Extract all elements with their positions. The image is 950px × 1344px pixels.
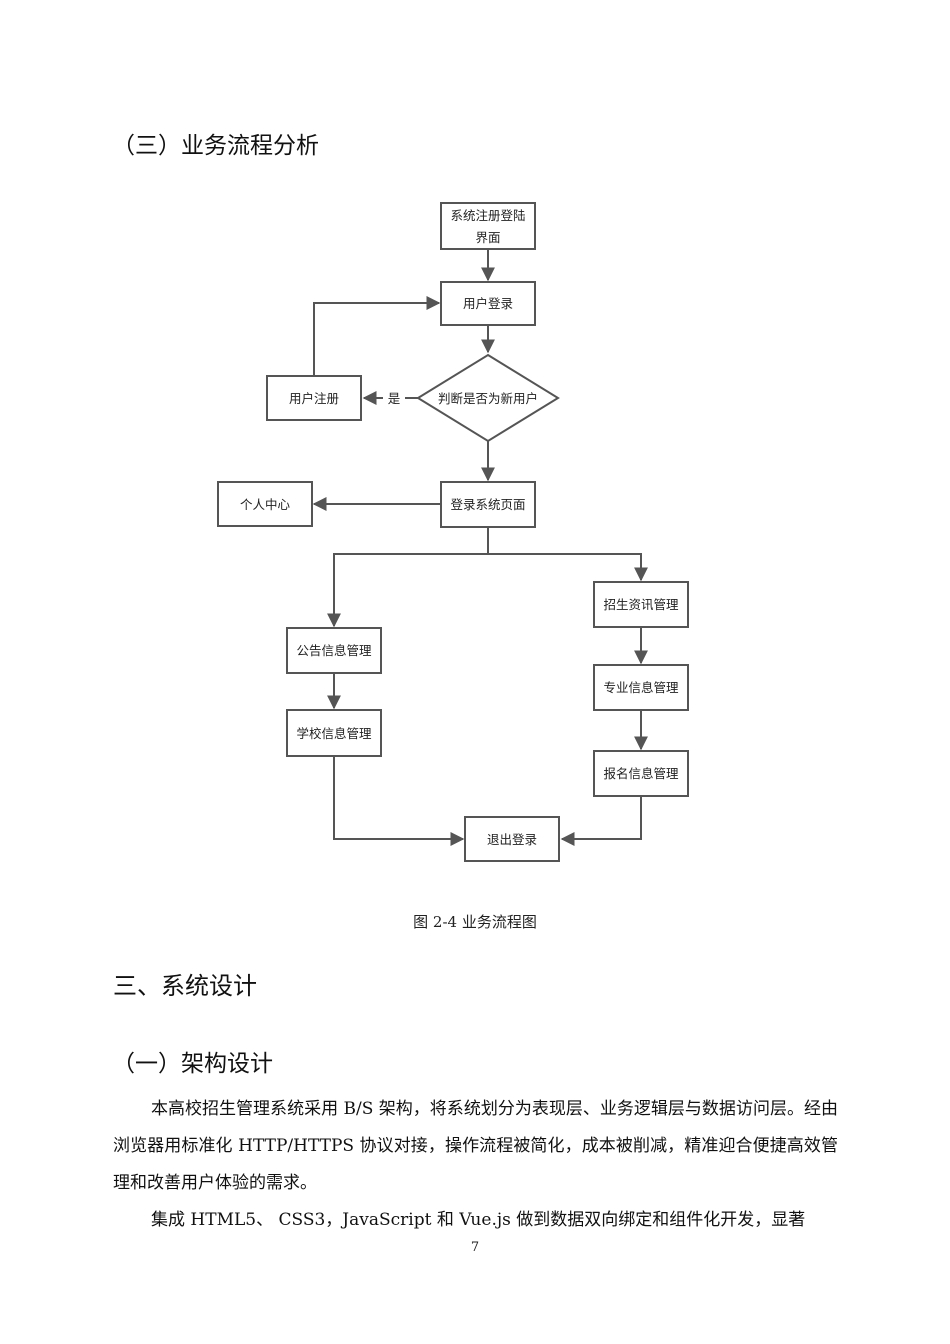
node-major-mgmt <box>593 664 689 711</box>
page-number: 7 <box>470 1240 480 1255</box>
node-logout-label: 退出登录 <box>487 832 537 847</box>
node-major-mgmt-label: 专业信息管理 <box>603 680 679 695</box>
arrow-school-to-logout <box>333 756 465 846</box>
arrow-register-to-user-login <box>313 296 441 376</box>
section-heading-business-flow: （三）业务流程分析 <box>112 133 319 159</box>
node-personal-center-label: 个人中心 <box>240 497 291 512</box>
section-heading-architecture: （一）架构设计 <box>112 1051 273 1077</box>
node-registration-mgmt <box>593 750 689 797</box>
paragraph-architecture-1: 本高校招生管理系统采用 B/S 架构，将系统划分为表现层、业务逻辑层与数据访问层… <box>113 1099 838 1193</box>
node-admission-news-mgmt-label: 招生资讯管理 <box>603 597 679 612</box>
node-notice-mgmt-label: 公告信息管理 <box>296 643 372 658</box>
node-login-page-line2: 界面 <box>475 230 500 245</box>
node-system-page <box>440 481 536 528</box>
node-school-mgmt <box>286 709 382 757</box>
node-admission-news-mgmt <box>593 581 689 628</box>
arrow-system-page-to-notice <box>327 527 489 628</box>
node-notice-mgmt <box>286 627 382 674</box>
node-logout <box>464 816 560 862</box>
node-system-page-label: 登录系统页面 <box>450 497 525 512</box>
yes-label: 是 <box>388 391 401 406</box>
node-decision-label: 判断是否为新用户 <box>438 391 538 406</box>
figure-caption: 图 2-4 业务流程图 <box>413 913 537 931</box>
node-login-page <box>440 202 536 250</box>
node-personal-center <box>217 481 313 527</box>
business-flowchart: 系统注册登陆 界面 用户登录 判断是否为新用户 用户注册 是 登录系统页面 个人… <box>217 202 689 862</box>
node-registration-mgmt-label: 报名信息管理 <box>603 766 679 781</box>
node-school-mgmt-label: 学校信息管理 <box>296 726 372 741</box>
paragraph-architecture-2: 集成 HTML5、 CSS3，JavaScript 和 Vue.js 做到数据双… <box>151 1210 806 1230</box>
node-user-register <box>266 375 362 421</box>
node-user-login <box>440 281 536 326</box>
arrow-registration-to-logout <box>560 796 642 846</box>
node-user-register-label: 用户注册 <box>289 391 339 406</box>
arrow-system-page-to-admission <box>488 553 648 582</box>
node-login-page-line1: 系统注册登陆 <box>450 208 525 223</box>
section-heading-system-design: 三、系统设计 <box>113 972 257 1000</box>
node-decision <box>416 353 560 443</box>
node-user-login-label: 用户登录 <box>463 296 513 311</box>
